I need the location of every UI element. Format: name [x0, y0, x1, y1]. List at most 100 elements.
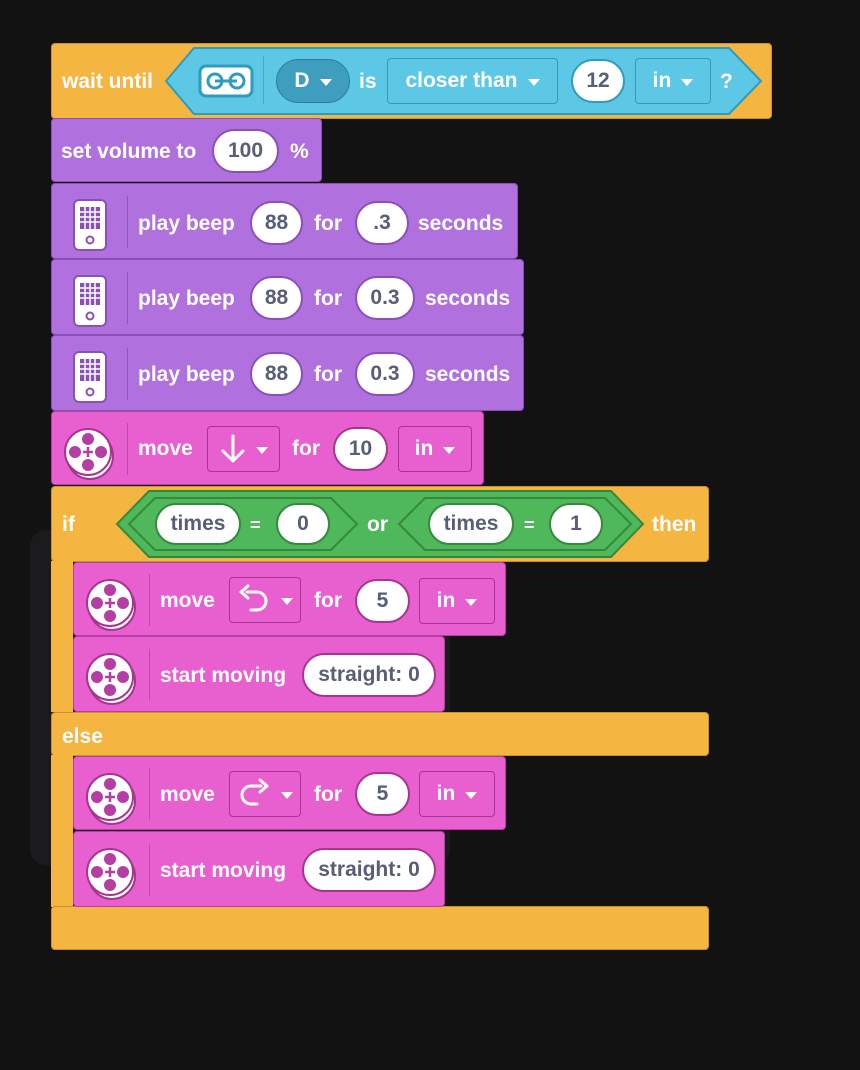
divider: [149, 844, 150, 896]
compare-value-input[interactable]: 1: [549, 503, 603, 545]
chevron-down-icon: [281, 792, 293, 799]
play-beep-label: play beep: [138, 287, 235, 310]
play-beep-block[interactable]: play beep 88 for 0.3 seconds: [51, 259, 524, 335]
start-moving-block[interactable]: start moving straight: 0: [73, 831, 445, 907]
play-beep-block[interactable]: play beep 88 for 0.3 seconds: [51, 335, 524, 411]
chevron-down-icon: [527, 79, 540, 86]
start-moving-block[interactable]: start moving straight: 0: [73, 636, 445, 712]
unit-dropdown[interactable]: in: [419, 771, 495, 817]
arrow-down-icon: [221, 434, 244, 463]
beep-duration-input[interactable]: 0.3: [355, 352, 415, 396]
for-label: for: [314, 212, 342, 235]
move-label: move: [160, 783, 215, 806]
unit-dropdown[interactable]: in: [635, 58, 711, 104]
if-block-footer: [51, 906, 709, 950]
move-block[interactable]: move for 5 in: [73, 756, 506, 830]
set-volume-block[interactable]: set volume to 100 %: [51, 118, 322, 182]
equals-label: =: [524, 515, 535, 535]
port-dropdown[interactable]: D: [276, 59, 350, 103]
comparison-dropdown[interactable]: closer than: [387, 58, 558, 104]
distance-value: 5: [376, 782, 389, 805]
beep-duration-input[interactable]: .3: [355, 201, 409, 245]
wait-until-label: wait until: [62, 70, 153, 93]
direction-dropdown[interactable]: [229, 771, 301, 817]
duration-value: 0.3: [370, 286, 400, 309]
divider: [263, 56, 264, 104]
volume-input[interactable]: 100: [212, 129, 279, 173]
direction-dropdown[interactable]: [229, 577, 301, 623]
play-beep-label: play beep: [138, 212, 235, 235]
times-variable-reporter[interactable]: times: [155, 503, 241, 545]
duration-value: .3: [373, 211, 391, 234]
move-distance-input[interactable]: 5: [355, 579, 410, 623]
seconds-label: seconds: [418, 212, 504, 235]
steering-input[interactable]: straight: 0: [302, 848, 436, 892]
for-label: for: [314, 589, 342, 612]
move-distance-input[interactable]: 5: [355, 772, 410, 816]
port-value: D: [294, 69, 310, 92]
or-label: or: [367, 513, 388, 536]
for-label: for: [314, 287, 342, 310]
unit-value: in: [652, 69, 672, 92]
percent-label: %: [290, 140, 309, 163]
else-block-header[interactable]: else: [51, 712, 709, 756]
seconds-label: seconds: [425, 363, 511, 386]
distance-value: 10: [348, 437, 373, 460]
hub-speaker-icon: [73, 351, 107, 403]
steering-input[interactable]: straight: 0: [302, 653, 436, 697]
divider: [127, 348, 128, 400]
beep-note-input[interactable]: 88: [250, 201, 303, 245]
wheels-motion-icon: [86, 848, 136, 900]
for-label: for: [292, 437, 320, 460]
divider: [127, 272, 128, 324]
hub-speaker-icon: [73, 199, 107, 251]
for-label: for: [314, 363, 342, 386]
steering-value: straight: 0: [318, 663, 420, 686]
divider: [127, 196, 128, 248]
play-beep-block[interactable]: play beep 88 for .3 seconds: [51, 183, 518, 259]
compare-value-input[interactable]: 0: [276, 503, 330, 545]
for-label: for: [314, 783, 342, 806]
move-distance-input[interactable]: 10: [333, 427, 388, 471]
chevron-down-icon: [255, 447, 268, 454]
distance-sensor-icon: [198, 64, 254, 98]
chevron-down-icon: [465, 599, 478, 606]
wheels-motion-icon: [86, 773, 136, 825]
if-block-arm: [51, 561, 73, 712]
chevron-down-icon: [465, 792, 478, 799]
beep-note-input[interactable]: 88: [250, 352, 303, 396]
is-label: is: [359, 70, 377, 93]
chevron-down-icon: [681, 79, 694, 86]
variable-name: times: [170, 512, 226, 535]
seconds-label: seconds: [425, 287, 511, 310]
compare-value: 1: [570, 512, 582, 535]
distance-value: 5: [376, 589, 389, 612]
unit-dropdown[interactable]: in: [398, 426, 472, 472]
divider: [149, 574, 150, 626]
compare-value: 0: [297, 512, 309, 535]
start-moving-label: start moving: [160, 664, 287, 687]
volume-value: 100: [227, 139, 264, 162]
divider: [149, 649, 150, 701]
start-moving-label: start moving: [160, 859, 287, 882]
move-block[interactable]: move for 10 in: [51, 411, 484, 485]
chevron-down-icon: [443, 447, 456, 454]
chevron-down-icon: [319, 79, 332, 86]
turn-right-icon: [240, 778, 269, 806]
variable-name: times: [443, 512, 499, 535]
unit-value: in: [436, 782, 456, 805]
unit-value: in: [414, 437, 434, 460]
if-label: if: [62, 513, 75, 536]
distance-input[interactable]: 12: [571, 59, 625, 103]
beep-duration-input[interactable]: 0.3: [355, 276, 415, 320]
move-block[interactable]: move for 5 in: [73, 562, 506, 636]
move-label: move: [138, 437, 193, 460]
beep-note-input[interactable]: 88: [250, 276, 303, 320]
hub-speaker-icon: [73, 275, 107, 327]
times-variable-reporter[interactable]: times: [428, 503, 514, 545]
direction-dropdown[interactable]: [207, 426, 280, 472]
divider: [149, 768, 150, 820]
else-block-arm: [51, 755, 73, 907]
unit-dropdown[interactable]: in: [419, 578, 495, 624]
divider: [127, 423, 128, 475]
